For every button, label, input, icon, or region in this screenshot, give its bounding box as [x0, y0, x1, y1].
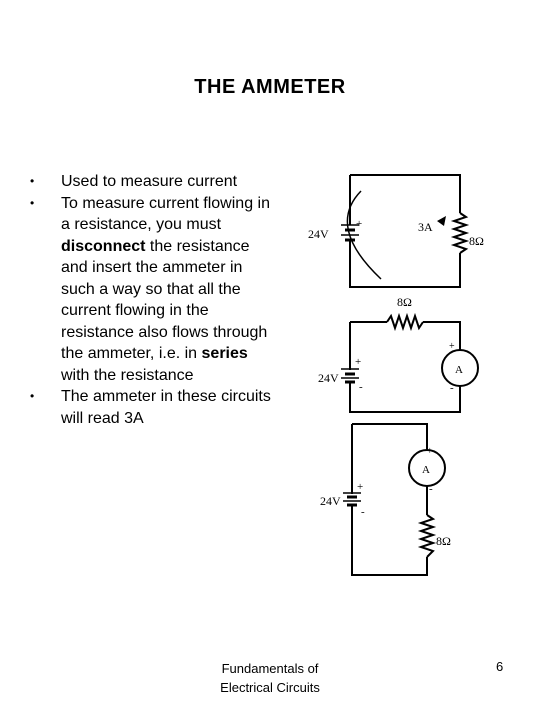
- circuit-3: [351, 423, 446, 576]
- bullet-text: The ammeter in these circuits will read …: [61, 388, 271, 427]
- bullet-item: • Used to measure current: [30, 171, 280, 193]
- c1-voltage: 24V: [308, 227, 329, 241]
- c1-plus: +: [356, 218, 362, 230]
- circuit-1: [346, 174, 470, 288]
- bullet-dot: •: [30, 174, 35, 188]
- c3-plus: +: [357, 481, 363, 493]
- bullet-text: To measure current flowing in a resistan…: [61, 194, 270, 234]
- bullet-text: with the resistance: [61, 366, 194, 384]
- c3-meter-minus: -: [429, 483, 433, 495]
- c1-current: 3A: [418, 220, 433, 234]
- bullet-bold-text: series: [201, 345, 248, 362]
- ammeter-3-circle: [408, 449, 446, 487]
- resistor-1: [450, 212, 470, 254]
- resistor-3: [417, 514, 437, 558]
- c1-resistance: 8Ω: [469, 234, 484, 248]
- arrowhead-icon: [437, 216, 446, 226]
- c3-minus: -: [361, 506, 365, 518]
- bullet-text: the resistance and insert the ammeter in…: [61, 237, 268, 363]
- ammeter-2-circle: [441, 349, 479, 387]
- batteries: [341, 224, 361, 507]
- c3-meter: A: [422, 464, 430, 476]
- footer-line-2: Electrical Circuits: [220, 680, 320, 695]
- c3-voltage: 24V: [320, 494, 341, 508]
- c2-meter-minus: -: [450, 382, 454, 394]
- c2-meter: A: [455, 364, 463, 376]
- bullet-dot: •: [30, 195, 35, 210]
- footer: Fundamentals of Electrical Circuits: [200, 659, 340, 697]
- bullet-item: • To measure current flowing in a resista…: [30, 193, 280, 387]
- resistor-2: [386, 312, 424, 332]
- bullet-bold-text: disconnect: [61, 237, 146, 255]
- c3-meter-plus: +: [427, 446, 433, 457]
- bullet-dot: •: [30, 389, 35, 403]
- slide-title: THE AMMETER: [194, 76, 346, 98]
- footer-line-1: Fundamentals of: [221, 661, 319, 676]
- c2-meter-plus: +: [449, 341, 455, 352]
- page-number: 6: [496, 659, 504, 674]
- c3-resistance: 8Ω: [436, 534, 451, 548]
- bullet-item: • The ammeter in these circuits will read…: [30, 386, 280, 429]
- c2-voltage: 24V: [318, 371, 339, 385]
- circuit-2: [349, 312, 479, 413]
- bullet-text: Used to measure current: [61, 173, 238, 190]
- c2-minus: -: [359, 381, 363, 393]
- bullet-list: • Used to measure current • To measure curr…: [30, 171, 280, 429]
- c2-resistance: 8Ω: [397, 295, 412, 309]
- c2-plus: +: [355, 356, 361, 368]
